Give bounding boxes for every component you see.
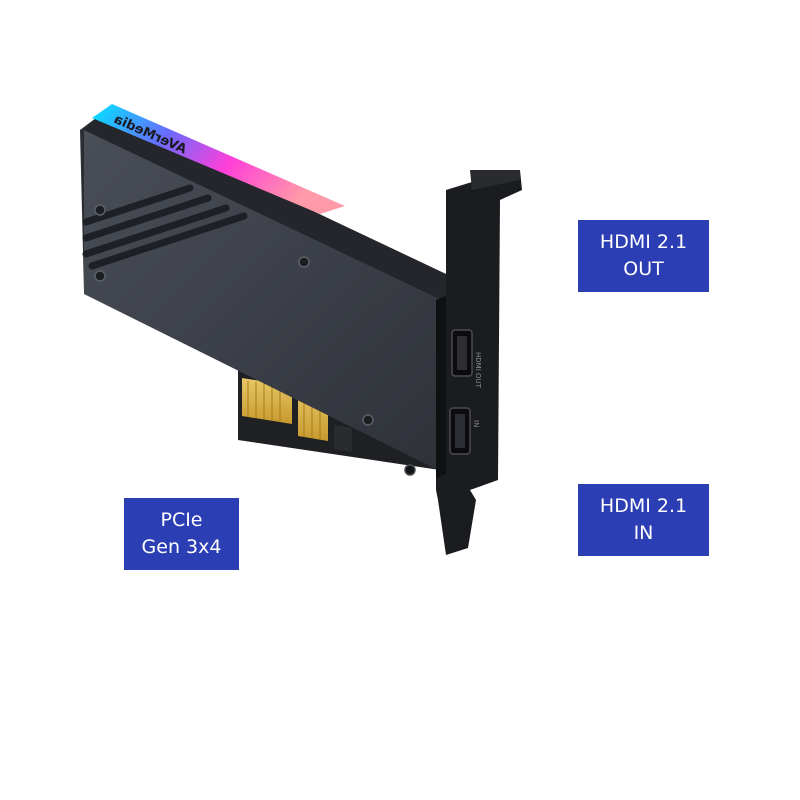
callout-hdmi-out-line1: HDMI 2.1 — [599, 231, 688, 253]
bracket-port-labels: HDMI OUT IN — [472, 352, 482, 427]
metal-bracket — [436, 170, 522, 555]
hdmi-in-port — [449, 407, 471, 455]
callout-pcie: PCIe Gen 3x4 — [124, 498, 239, 570]
callout-pcie-line2: Gen 3x4 — [141, 536, 222, 558]
rgb-light-strip — [92, 104, 345, 214]
svg-text:HDMI OUT: HDMI OUT — [474, 352, 482, 389]
callout-hdmi-in-line1: HDMI 2.1 — [599, 495, 688, 517]
callout-hdmi-out: HDMI 2.1 OUT — [578, 220, 709, 292]
card-shroud — [80, 104, 448, 474]
callout-hdmi-in: HDMI 2.1 IN — [578, 484, 709, 556]
callout-pcie-line1: PCIe — [160, 509, 203, 531]
callout-hdmi-in-line2: IN — [633, 522, 654, 544]
status-led — [404, 464, 416, 476]
callout-hdmi-out-line2: OUT — [623, 258, 664, 280]
hdmi-out-port — [451, 329, 473, 377]
svg-text:IN: IN — [472, 420, 480, 427]
